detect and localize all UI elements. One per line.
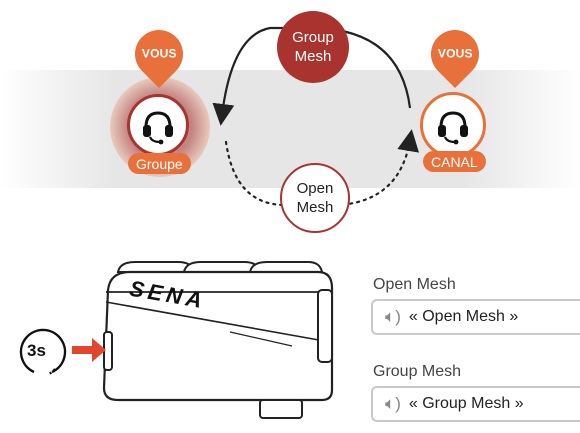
arrow-to-canal xyxy=(224,129,420,207)
canal-tag: CANAL xyxy=(423,151,486,172)
groupe-node xyxy=(127,94,189,156)
mode-prompt-group-mesh-label: « Group Mesh » xyxy=(408,395,524,412)
groupe-tag-label: Groupe xyxy=(136,155,183,172)
open-mesh-circle: Open Mesh xyxy=(280,163,350,233)
headset-icon xyxy=(438,111,468,145)
mode-prompt-group-mesh: 🔈︎) « Group Mesh » xyxy=(371,386,580,422)
headset-icon xyxy=(143,111,173,145)
hold-duration: 3s xyxy=(27,341,46,360)
speaker-icon: 🔈︎) xyxy=(385,307,401,326)
device-illustration xyxy=(19,261,334,419)
speaker-icon: 🔈︎) xyxy=(385,394,401,413)
mode-prompt-open-mesh: 🔈︎) « Open Mesh » xyxy=(371,299,580,335)
vous-pin-left-label: VOUS xyxy=(141,47,177,61)
mode-prompt-open-mesh-label: « Open Mesh » xyxy=(408,308,519,325)
canal-tag-label: CANAL xyxy=(431,153,478,170)
open-mesh-circle-label: Open Mesh xyxy=(296,180,334,216)
mode-title-group-mesh: Group Mesh xyxy=(373,363,462,380)
group-mesh-circle: Group Mesh xyxy=(277,11,349,83)
mode-title-open-mesh: Open Mesh xyxy=(373,276,456,293)
canal-node xyxy=(420,92,486,158)
group-mesh-circle-label: Group Mesh xyxy=(292,29,334,65)
vous-pin-right-label: VOUS xyxy=(437,47,473,61)
groupe-tag: Groupe xyxy=(128,153,191,174)
